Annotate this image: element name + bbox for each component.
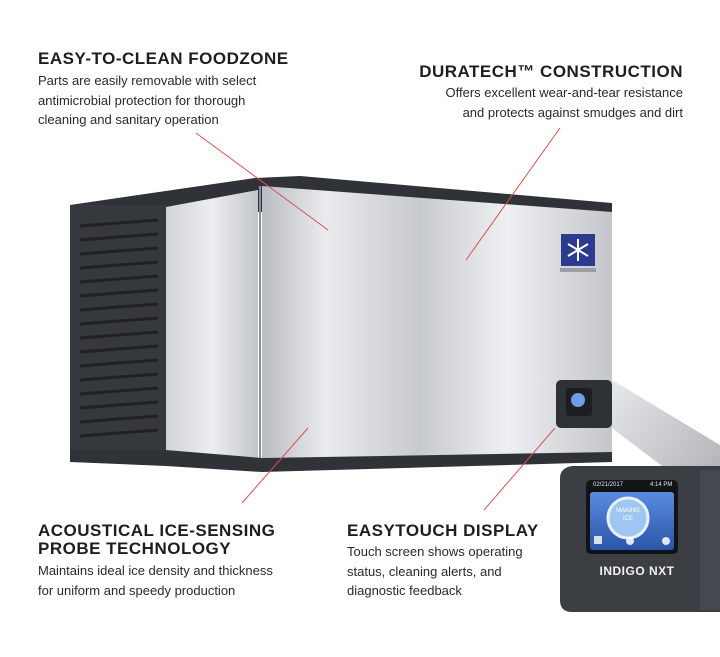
leader-lines [195, 127, 561, 511]
foodzone-desc-line: antimicrobial protection for thorough [38, 92, 246, 108]
easytouch-desc-line: diagnostic feedback [347, 583, 462, 598]
acoustical-title-line: PROBE TECHNOLOGY [38, 539, 232, 558]
display-time: 4:14 PM [650, 482, 673, 488]
acoustical-title: ACOUSTICAL ICE-SENSING PROBE TECHNOLOGY [38, 522, 275, 558]
front-steel-panel [262, 186, 612, 458]
acoustical-desc-line: for uniform and speedy production [38, 582, 236, 598]
foodzone-title: EASY-TO-CLEAN FOODZONE [38, 49, 289, 68]
duratech-desc-line: and protects against smudges and dirt [462, 104, 683, 120]
leader-acoustical [241, 427, 309, 504]
easytouch-desc-line: status, cleaning alerts, and [347, 563, 502, 579]
duratech-desc: Offers excellent wear-and-tear resistanc… [446, 83, 683, 122]
display-status-2: ICE [622, 516, 633, 522]
acoustical-title-line: ACOUSTICAL ICE-SENSING [38, 521, 276, 540]
acoustical-desc-line: Maintains ideal ice density and thicknes… [38, 563, 273, 578]
display-date: 02/21/2017 [593, 482, 624, 488]
leader-foodzone [195, 132, 329, 231]
foodzone-desc-line: cleaning and sanitary operation [38, 112, 219, 127]
easytouch-desc: Touch screen shows operating status, cle… [347, 542, 523, 601]
leader-easytouch [483, 427, 556, 511]
easytouch-desc-line: Touch screen shows operating [347, 544, 523, 559]
snowflake-icon [567, 239, 589, 261]
foodzone-desc-line: Parts are easily removable with select [38, 73, 257, 88]
machine-base [70, 450, 612, 472]
display-status-1: MAKING [616, 508, 640, 514]
foodzone-desc: Parts are easily removable with select a… [38, 71, 256, 130]
leader-duratech [465, 127, 561, 261]
duratech-title: DURATECH™ CONSTRUCTION [419, 62, 683, 81]
acoustical-desc: Maintains ideal ice density and thicknes… [38, 561, 273, 600]
vent-panel [70, 205, 166, 455]
side-steel-panel [166, 190, 258, 458]
easytouch-title: EASYTOUCH DISPLAY [347, 521, 539, 540]
duratech-desc-line: Offers excellent wear-and-tear resistanc… [445, 85, 683, 100]
vent-louvers [79, 218, 159, 438]
display-brand: INDIGO NXT [599, 564, 675, 578]
